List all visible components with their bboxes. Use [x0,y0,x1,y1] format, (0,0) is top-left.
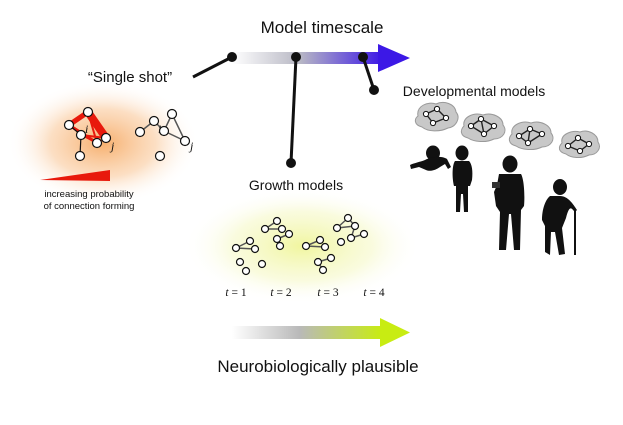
single-shot-network-gray: i j [134,108,194,162]
developmental-models-label: Developmental models [403,83,545,99]
time-step-label: t = 3 [317,287,338,299]
growth-network-t4 [332,213,369,247]
neurobiologically-plausible-label: Neurobiologically plausible [217,357,418,376]
growth-network-t2 [260,216,294,251]
probability-label-line1: increasing probability [44,189,133,200]
connector-lines [192,52,379,168]
time-step-label: t = 2 [270,287,291,299]
model-timescale-label: Model timescale [261,18,384,37]
orange-glow [7,81,199,205]
probability-wedge [40,170,110,181]
node-label-i-red: i [85,122,88,136]
child-silhouette [452,145,473,212]
neurobiological-arrow [232,318,410,347]
time-step-label: t = 4 [363,287,384,299]
time-step-labels: t = 1 t = 2 t = 3 t = 4 [225,287,384,299]
brain-network-icon [558,130,600,158]
single-shot-network-red: i j [63,106,115,162]
probability-label-line2: of connection forming [44,201,135,212]
brain-network-icon [460,113,506,142]
adult-silhouette [492,155,525,250]
node-label-j-red: j [109,139,115,153]
baby-silhouette [410,145,451,171]
growth-network-t3 [301,235,336,275]
node-label-j-gray: j [188,139,194,153]
brain-network-icon [508,121,554,150]
time-step-label: t = 1 [225,287,246,299]
brain-network-icon [414,101,459,132]
growth-network-t1 [231,236,267,276]
model-timescale-arrow [232,44,410,72]
node-label-i-gray: i [158,122,161,136]
elder-silhouette [542,179,577,255]
